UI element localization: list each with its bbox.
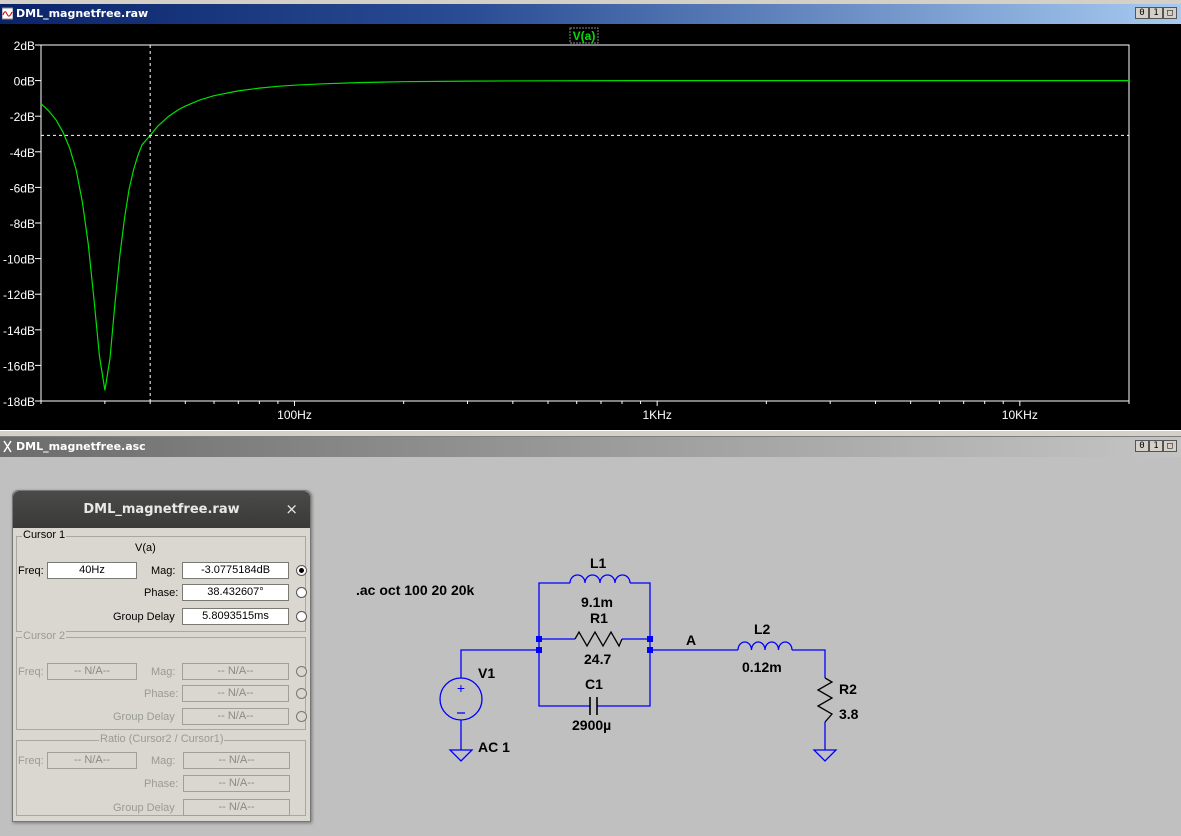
trace-v-a [40,80,1129,391]
phase-label: Phase: [144,688,179,700]
y-tick-label: -2dB [10,110,35,124]
inductor-l1[interactable] [569,574,631,584]
cursor2-group-delay-radio [296,711,307,722]
minimize-button[interactable]: 0 [1135,7,1149,19]
cursor-dialog-title: DML_magnetfree.raw [83,502,240,517]
maximize-button[interactable]: □ [1163,440,1177,452]
y-tick-label: 0dB [14,75,35,89]
cursor2-group-label: Cursor 2 [22,630,67,642]
close-icon[interactable]: × [285,500,298,518]
y-tick-label: -12dB [3,288,35,302]
r1-value[interactable]: 24.7 [584,651,611,667]
ratio-freq-field: -- N/A-- [47,752,137,769]
cursor-dialog[interactable]: DML_magnetfree.raw × Cursor 1 V(a) Freq:… [12,490,311,822]
cursor1-group: Cursor 1 V(a) Freq: 40Hz Mag: -3.0775184… [16,529,307,632]
ratio-phase-field: -- N/A-- [183,775,290,792]
cursor1-group-label: Cursor 1 [22,529,67,541]
minimize-button[interactable]: 0 [1135,440,1149,452]
x-tick-label: 100Hz [277,408,312,422]
spice-directive[interactable]: .ac oct 100 20 20k [356,582,475,598]
y-tick-label: -16dB [3,359,35,373]
schematic-icon [3,440,12,453]
v1-ref: V1 [478,665,495,681]
ratio-group: Ratio (Cursor2 / Cursor1) Freq: -- N/A--… [16,733,306,816]
y-tick-label: 2dB [14,39,35,53]
r2-value[interactable]: 3.8 [839,706,859,722]
c1-ref: C1 [585,676,603,692]
ground-symbol [448,749,474,762]
ground-symbol [812,749,838,762]
ratio-group-label: Ratio (Cursor2 / Cursor1) [99,733,225,745]
group-delay-label: Group Delay [113,802,175,814]
voltage-source-v1[interactable]: + [439,677,483,721]
cursor2-group-delay-field: -- N/A-- [182,708,289,725]
cursor2-freq-field: -- N/A-- [47,663,137,680]
l2-value[interactable]: 0.12m [742,659,782,675]
cursor1-group-delay-radio[interactable] [296,611,307,622]
cursor2-phase-radio [296,688,307,699]
window-top-strip [0,0,1181,4]
mag-label: Mag: [151,565,176,577]
schematic-window-titlebar[interactable]: DML_magnetfree.asc 0 1 □ [0,437,1181,457]
capacitor-c1[interactable] [589,697,598,715]
y-tick-label: -8dB [10,217,35,231]
cursor1-group-delay-field[interactable]: 5.8093515ms [182,608,289,625]
schematic-window-title: DML_magnetfree.asc [16,440,146,453]
cursor1-phase-field[interactable]: 38.432607° [182,584,289,601]
mag-label: Mag: [151,666,176,678]
restore-button[interactable]: 1 [1149,440,1163,452]
plot-window-titlebar[interactable]: DML_magnetfree.raw 0 1 □ [0,4,1181,24]
cursor2-mag-radio [296,666,307,677]
phase-label: Phase: [144,778,179,790]
l1-value[interactable]: 9.1m [581,594,613,610]
freq-label: Freq: [18,565,44,577]
group-delay-label: Group Delay [113,611,175,623]
cursor2-group: Cursor 2 Freq: -- N/A-- Mag: -- N/A-- Ph… [16,630,307,730]
cursor1-trace: V(a) [135,542,156,554]
junction-dots [536,636,653,653]
group-delay-label: Group Delay [113,711,175,723]
maximize-button[interactable]: □ [1163,7,1177,19]
x-tick-label: 10KHz [1002,408,1038,422]
resistor-r2[interactable] [816,677,834,723]
c1-value[interactable]: 2900µ [572,717,611,733]
restore-button[interactable]: 1 [1149,7,1163,19]
ratio-mag-field: -- N/A-- [183,752,290,769]
plot-window-title: DML_magnetfree.raw [16,7,149,20]
cursor1-mag-field[interactable]: -3.0775184dB [182,562,289,579]
cursor2-phase-field: -- N/A-- [182,685,289,702]
l1-ref: L1 [590,555,607,571]
r2-ref: R2 [839,681,857,697]
y-tick-label: -14dB [3,324,35,338]
waveform-plot-pane[interactable]: 2dB 0dB -2dB -4dB -6dB -8dB -10dB -12dB -14dB -16… [0,24,1181,430]
trace-label: V(a) [573,29,596,43]
cursor1-freq-field[interactable]: 40Hz [47,562,137,579]
freq-label: Freq: [18,755,44,767]
v1-value[interactable]: AC 1 [478,739,510,755]
net-label-a[interactable]: A [686,632,696,648]
x-tick-label: 1KHz [642,408,671,422]
l2-ref: L2 [754,621,771,637]
y-tick-label: -10dB [3,253,35,267]
r1-ref: R1 [590,610,608,626]
y-tick-label: -4dB [10,146,35,160]
phase-label: Phase: [144,587,179,599]
trace-legend[interactable]: V(a) [569,27,599,44]
cursor1-mag-radio[interactable] [296,565,307,576]
inductor-l2[interactable] [737,641,793,651]
waveform-icon [2,7,13,20]
cursor-dialog-titlebar[interactable]: DML_magnetfree.raw × [13,491,310,528]
resistor-r1[interactable] [574,630,623,648]
y-tick-label: -6dB [10,181,35,195]
y-tick-label: -18dB [3,395,35,409]
pane-separator[interactable] [0,430,1181,437]
mag-label: Mag: [151,755,176,767]
cursor1-phase-radio[interactable] [296,587,307,598]
svg-text:+: + [457,680,465,696]
wires [460,582,826,750]
ratio-group-delay-field: -- N/A-- [183,799,290,816]
bode-plot[interactable]: 2dB 0dB -2dB -4dB -6dB -8dB -10dB -12dB -14dB -16… [0,24,1181,430]
cursor2-mag-field: -- N/A-- [182,663,289,680]
freq-label: Freq: [18,666,44,678]
